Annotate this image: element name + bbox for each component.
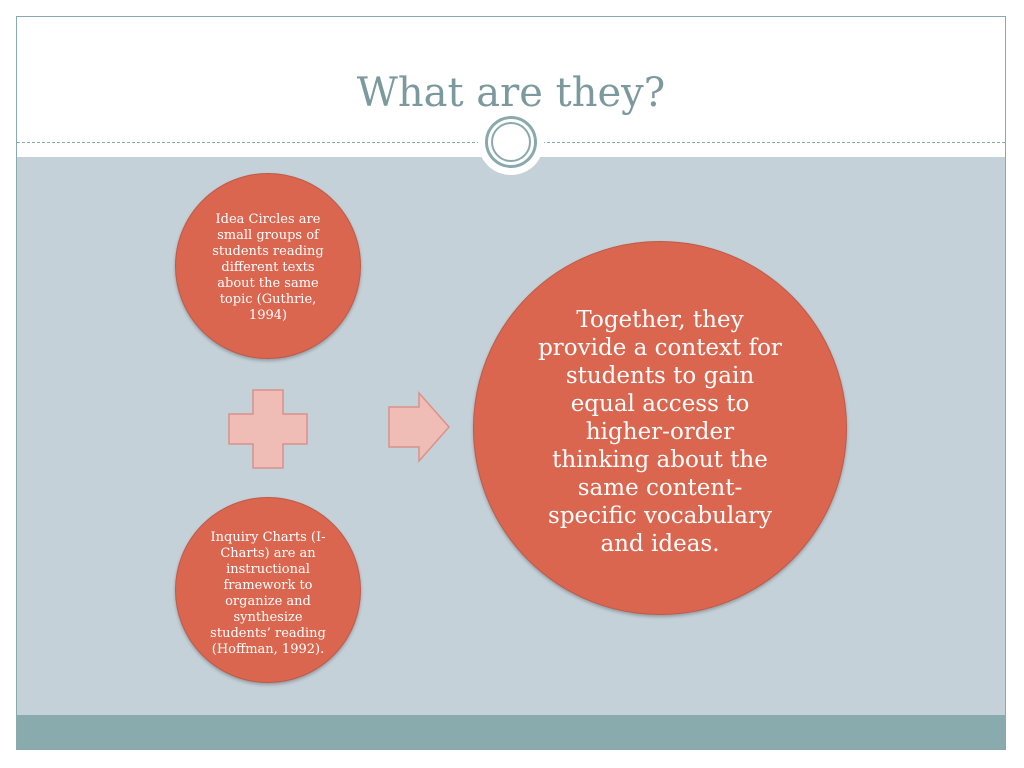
slide-frame: What are they? Idea Circles are small gr… (16, 16, 1006, 750)
idea-circles-circle: Idea Circles are small groups of student… (175, 173, 361, 359)
slide-title: What are they? (356, 70, 666, 116)
together-text: Together, they provide a context for stu… (538, 307, 782, 557)
divider-ornament-inner-ring (491, 122, 531, 162)
idea-circles-text: Idea Circles are small groups of student… (212, 212, 324, 323)
inquiry-charts-text: Inquiry Charts (I-Charts) are an instruc… (210, 530, 326, 657)
footer-band (17, 715, 1005, 749)
plus-icon (228, 389, 308, 469)
inquiry-charts-circle: Inquiry Charts (I-Charts) are an instruc… (175, 497, 361, 683)
together-circle: Together, they provide a context for stu… (473, 241, 847, 615)
arrow-right-icon (388, 391, 451, 463)
